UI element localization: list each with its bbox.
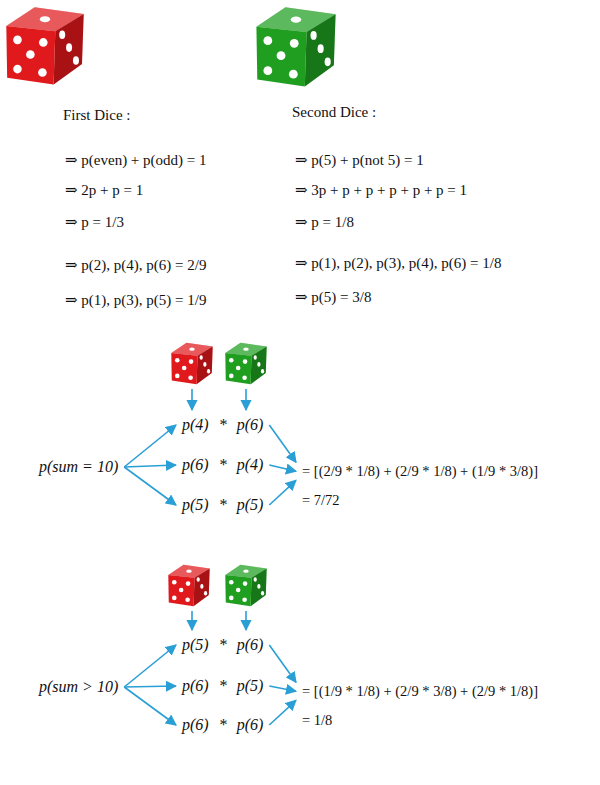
node-text: p(sum = 10): [39, 457, 118, 476]
branch-arrow: [124, 686, 176, 687]
derivation-line: ⇒ p(1), p(3), p(5) = 1/9: [65, 291, 206, 309]
node-text: p(sum > 10): [39, 677, 118, 696]
red-die-small: [168, 565, 209, 606]
derivation-line: ⇒ p(5) = 3/8: [295, 288, 371, 306]
node-text: p(5) * p(6): [182, 635, 263, 654]
green-die-small: [225, 565, 266, 606]
product-node: p(6) * p(4): [178, 453, 267, 476]
die-arrow: [245, 389, 247, 410]
node-text: p(4) * p(6): [182, 415, 263, 434]
green-die: [256, 7, 335, 86]
die-arrow: [191, 389, 193, 410]
branch-arrow: [269, 686, 296, 691]
branch-arrow: [269, 425, 296, 462]
die-arrow: [245, 611, 247, 630]
node-text: p(6) * p(4): [182, 455, 263, 474]
derivation-line: ⇒ 3p + p + p + p + p + p = 1: [295, 181, 467, 199]
die-arrow: [191, 611, 193, 630]
product-node: p(6) * p(6): [178, 713, 267, 736]
green-die-small: [225, 343, 266, 384]
derivation-line: ⇒ p(even) + p(odd) = 1: [65, 151, 207, 169]
node-text: p(6) * p(5): [182, 676, 263, 695]
product-node: p(4) * p(6): [178, 413, 267, 436]
event-node: p(sum > 10): [35, 675, 122, 698]
branch-arrow: [269, 700, 296, 725]
result-node: = [(2/9 * 1/8) + (2/9 * 1/8) + (1/9 * 3/…: [298, 461, 542, 512]
branch-arrow: [124, 687, 176, 725]
product-node: p(5) * p(6): [178, 633, 267, 656]
product-node: p(5) * p(5): [178, 493, 267, 516]
derivation-line: ⇒ p = 1/8: [295, 213, 354, 231]
result-value: = 1/8: [302, 712, 538, 729]
branch-arrow: [124, 425, 176, 467]
node-text: p(5) * p(5): [182, 495, 263, 514]
sum-expression: = [(2/9 * 1/8) + (2/9 * 1/8) + (1/9 * 3/…: [302, 463, 538, 480]
product-node: p(6) * p(5): [178, 674, 267, 697]
derivation-line: ⇒ p(1), p(2), p(3), p(4), p(6) = 1/8: [295, 254, 501, 272]
branch-arrow: [124, 645, 176, 687]
branch-arrow: [269, 645, 296, 682]
branch-arrow: [269, 465, 296, 471]
red-die: [6, 7, 83, 84]
result-node: = [(1/9 * 1/8) + (2/9 * 3/8) + (2/9 * 1/…: [298, 681, 542, 732]
branch-arrow: [124, 465, 176, 467]
derivation-line: ⇒ 2p + p = 1: [65, 181, 143, 199]
dice-heading: Second Dice :: [292, 103, 376, 121]
result-value: = 7/72: [302, 492, 538, 509]
derivation-line: ⇒ p(5) + p(not 5) = 1: [295, 151, 424, 169]
dice-heading: First Dice :: [63, 106, 131, 124]
branch-arrow: [269, 480, 296, 505]
event-node: p(sum = 10): [35, 455, 122, 478]
derivation-line: ⇒ p = 1/3: [65, 213, 124, 231]
sum-expression: = [(1/9 * 1/8) + (2/9 * 3/8) + (2/9 * 1/…: [302, 683, 538, 700]
branch-arrow: [124, 467, 176, 505]
derivation-line: ⇒ p(2), p(4), p(6) = 2/9: [65, 256, 206, 274]
node-text: p(6) * p(6): [182, 715, 263, 734]
red-die-small: [171, 343, 212, 384]
